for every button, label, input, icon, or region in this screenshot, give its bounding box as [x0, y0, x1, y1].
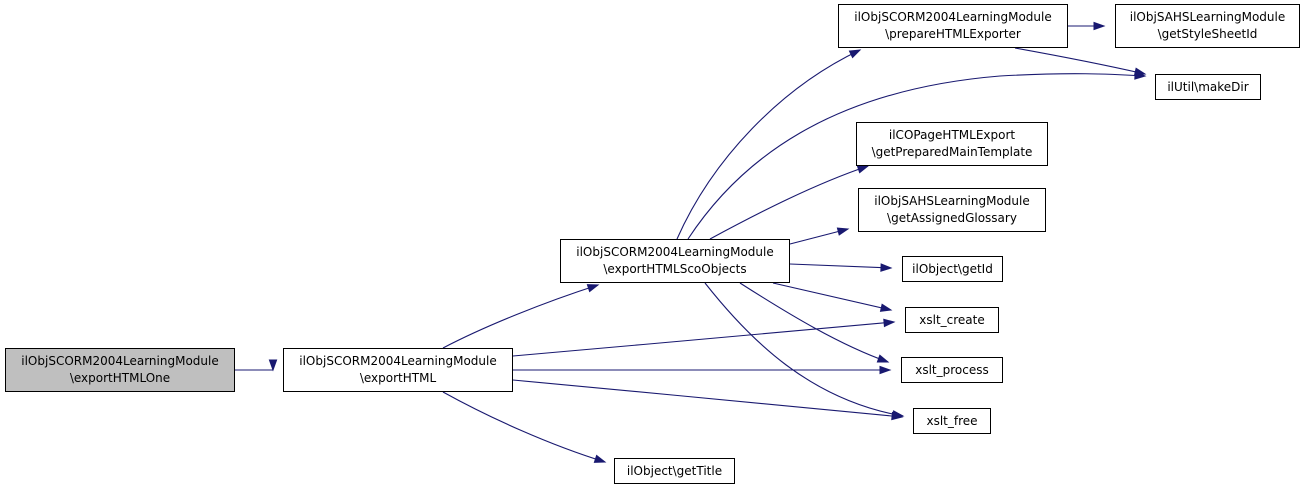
node-line: \getStyleSheetId	[1157, 27, 1258, 41]
node-line: \exportHTMLOne	[69, 371, 171, 385]
edge-exportHTMLScoObjects-to-getId	[789, 263, 892, 269]
node-line: \getPreparedMainTemplate	[871, 145, 1033, 159]
node-line: ilObjSAHSLearningModule	[874, 194, 1030, 208]
arrowhead-exportHTMLScoObjects-to-getAssignedGlossary	[836, 227, 850, 236]
edge-exportHTMLScoObjects-to-xslt_create	[772, 282, 892, 311]
arrowhead-exportHTMLScoObjects-to-getId	[880, 263, 893, 272]
node-xslt_free[interactable]: xslt_free	[913, 408, 991, 434]
edge-exportHTMLScoObjects-to-xslt_free	[704, 282, 904, 417]
node-line: xslt_free	[926, 413, 978, 428]
edge-exportHTMLScoObjects-to-prepareHTMLExporter	[676, 49, 861, 240]
node-line: ilObject\getTitle	[626, 463, 723, 478]
edge-exportHTML-to-xslt_create	[512, 321, 895, 357]
node-getAssignedGlossary[interactable]: ilObjSAHSLearningModule \getAssignedGlos…	[858, 188, 1046, 232]
node-line: ilObjSCORM2004LearningModule	[576, 245, 774, 259]
edge-exportHTML-to-xslt_free	[512, 379, 903, 418]
node-line: ilObject\getId	[912, 261, 993, 276]
arrowhead-exportHTMLScoObjects-to-xslt_create	[879, 303, 893, 312]
node-line: ilObjSCORM2004LearningModule	[299, 354, 497, 368]
arrowhead-prepareHTMLExporter-to-getStyleSheetId	[1093, 21, 1106, 31]
node-exportHTMLScoObjects[interactable]: ilObjSCORM2004LearningModule \exportHTML…	[560, 239, 790, 283]
edge-exportHTML-to-exportHTMLScoObjects	[442, 284, 599, 349]
node-exportHTMLOne[interactable]: ilObjSCORM2004LearningModule \exportHTML…	[5, 348, 235, 392]
edge-exportHTML-to-getTitle	[442, 391, 606, 463]
node-line: xslt_process	[915, 362, 989, 377]
node-line: ilUtil\makeDir	[1167, 79, 1249, 94]
arrowhead-exportHTMLOne-to-exportHTML	[268, 359, 278, 372]
node-xslt_create[interactable]: xslt_create	[905, 307, 999, 333]
node-line: \exportHTML	[359, 371, 437, 385]
node-exportHTML[interactable]: ilObjSCORM2004LearningModule \exportHTML	[283, 348, 513, 392]
arrowhead-exportHTML-to-xslt_create	[883, 318, 896, 328]
node-line: xslt_create	[919, 312, 985, 327]
arrowhead-exportHTML-to-xslt_process	[879, 365, 892, 375]
node-line: ilObjSAHSLearningModule	[1129, 10, 1286, 24]
arrowhead-exportHTMLScoObjects-to-prepareHTMLExporter	[848, 49, 862, 59]
edge-prepareHTMLExporter-to-makeDir	[1014, 47, 1146, 75]
edge-exportHTMLScoObjects-to-getPreparedMainTemplate	[709, 165, 869, 240]
node-line: \prepareHTMLExporter	[885, 27, 1021, 41]
node-prepareHTMLExporter[interactable]: ilObjSCORM2004LearningModule \prepareHTM…	[838, 4, 1068, 48]
arrowhead-prepareHTMLExporter-to-makeDir	[1133, 67, 1147, 76]
node-getStyleSheetId[interactable]: ilObjSAHSLearningModule \getStyleSheetId	[1115, 4, 1300, 48]
node-getPreparedMainTemplate[interactable]: ilCOPageHTMLExport \getPreparedMainTempl…	[856, 122, 1048, 166]
node-line: ilObjSCORM2004LearningModule	[21, 354, 219, 368]
node-line: ilObjSCORM2004LearningModule	[854, 10, 1052, 24]
arrowhead-exportHTML-to-getTitle	[593, 454, 607, 463]
edge-exportHTMLScoObjects-to-xslt_process	[739, 282, 889, 363]
node-line: \exportHTMLScoObjects	[603, 262, 747, 276]
node-getId[interactable]: ilObject\getId	[902, 256, 1003, 282]
arrowhead-exportHTMLScoObjects-to-getPreparedMainTemplate	[856, 165, 870, 174]
arrowhead-exportHTMLScoObjects-to-xslt_free	[891, 410, 905, 419]
node-makeDir[interactable]: ilUtil\makeDir	[1155, 74, 1261, 100]
arrowhead-exportHTML-to-exportHTMLScoObjects	[586, 284, 600, 293]
node-line: ilCOPageHTMLExport	[888, 128, 1016, 142]
edge-exportHTMLScoObjects-to-makeDir	[687, 73, 1146, 240]
arrowhead-exportHTMLScoObjects-to-xslt_process	[876, 354, 890, 363]
node-line: \getAssignedGlossary	[887, 211, 1017, 225]
node-xslt_process[interactable]: xslt_process	[901, 357, 1003, 383]
node-getTitle[interactable]: ilObject\getTitle	[614, 458, 735, 484]
